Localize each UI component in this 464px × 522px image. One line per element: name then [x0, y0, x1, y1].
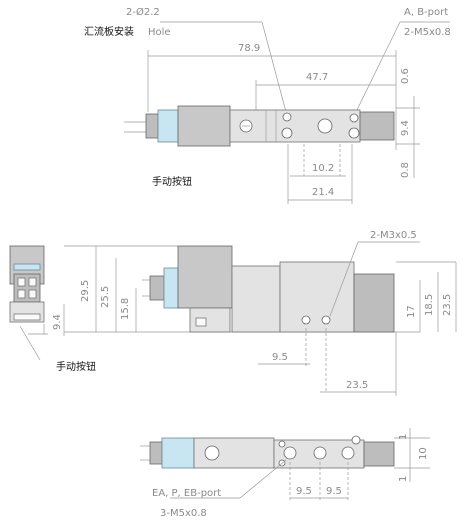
dim-port-thread: 3-M5x0.8 — [160, 508, 207, 519]
connector-plug-side — [149, 275, 165, 301]
dim-235-side: 23.5 — [442, 294, 453, 316]
dim-1b: 1 — [398, 476, 409, 482]
port-hole — [348, 127, 360, 139]
connector-plug — [145, 113, 159, 139]
label-manual-button-top: 手动按钮 — [152, 175, 192, 188]
dim-port-text: EA, P, EB-port — [152, 488, 221, 499]
mount-hole — [278, 440, 286, 448]
dim-94-side: 9.4 — [52, 314, 63, 330]
dim-214: 21.4 — [312, 187, 334, 198]
end-cap-side — [353, 273, 395, 333]
dim-17: 17 — [406, 305, 417, 318]
mount-hole — [349, 113, 359, 123]
m3-hole — [301, 315, 311, 325]
valve-body-side — [231, 265, 281, 333]
dim-95b: 9.5 — [326, 486, 342, 497]
mount-hole — [351, 435, 361, 445]
dim-255: 25.5 — [100, 286, 111, 308]
connector-housing — [157, 109, 179, 143]
connector-plug-bottom — [149, 441, 163, 465]
coil — [177, 105, 231, 147]
valve-spool-side — [279, 261, 355, 333]
end-view-band — [13, 263, 41, 271]
dim-06: 0.6 — [400, 68, 411, 84]
dim-95a: 9.5 — [296, 486, 312, 497]
connector-housing-side — [163, 267, 179, 309]
hole-leader-diag — [261, 21, 287, 113]
dim-1a: 1 — [398, 434, 409, 440]
bottom-view: 1 10 1 EA, P, EB-port 3-M5x0.8 9.5 9.5 — [140, 428, 430, 519]
end-view-base — [13, 313, 41, 321]
dim-47: 47.7 — [306, 72, 328, 83]
dim-235: 23.5 — [346, 380, 368, 391]
top-view: 2-Ø2.2 Hole A, B-port 2-M5x0.8 78.9 47.7… — [84, 6, 451, 204]
m3-hole — [321, 315, 331, 325]
dim-08: 0.8 — [400, 162, 411, 178]
m3-leader-diag — [329, 241, 359, 317]
port-eb — [341, 446, 355, 460]
dim-m3: 2-M3x0.5 — [370, 230, 417, 241]
dim-ports-ab: A, B-port — [404, 7, 448, 18]
port-ea — [283, 446, 297, 460]
dim-185: 18.5 — [424, 294, 435, 316]
port-p — [313, 446, 327, 460]
port-hole — [317, 118, 333, 134]
dim-94: 9.4 — [400, 120, 411, 136]
end-view-pin — [17, 289, 26, 299]
manual-button-bottom — [204, 445, 220, 461]
coil-side — [177, 245, 233, 309]
connector-housing-bottom — [161, 437, 195, 469]
dim-295: 29.5 — [80, 280, 91, 302]
dim-102: 10.2 — [312, 163, 334, 174]
label-manual-button-left: 手动按钮 — [56, 360, 96, 373]
manual-button-side — [195, 317, 207, 327]
dim-78: 78.9 — [238, 43, 260, 54]
side-view: 2-M3x0.5 29.5 25.5 15.8 9.4 17 18.5 23.5… — [9, 230, 457, 396]
dim-95-mid: 9.5 — [272, 352, 288, 363]
end-cap — [359, 111, 395, 141]
end-view-pin — [28, 289, 37, 299]
end-cap-bottom — [363, 441, 395, 467]
dim-ports-ab-thread: 2-M5x0.8 — [404, 27, 451, 38]
end-view-pin — [17, 277, 26, 287]
port-hole — [281, 127, 293, 139]
button-leader — [19, 325, 41, 361]
dim-hole-word: Hole — [148, 27, 171, 38]
port-leader-diag — [239, 459, 287, 499]
label-manifold-mount: 汇流板安装 — [84, 25, 134, 38]
port-leader-diag — [355, 21, 401, 113]
dim-hole: 2-Ø2.2 — [126, 6, 160, 18]
end-view-pin — [28, 277, 37, 287]
dim-158: 15.8 — [120, 298, 131, 320]
dim-10: 10 — [418, 447, 429, 460]
mount-hole — [282, 112, 292, 122]
